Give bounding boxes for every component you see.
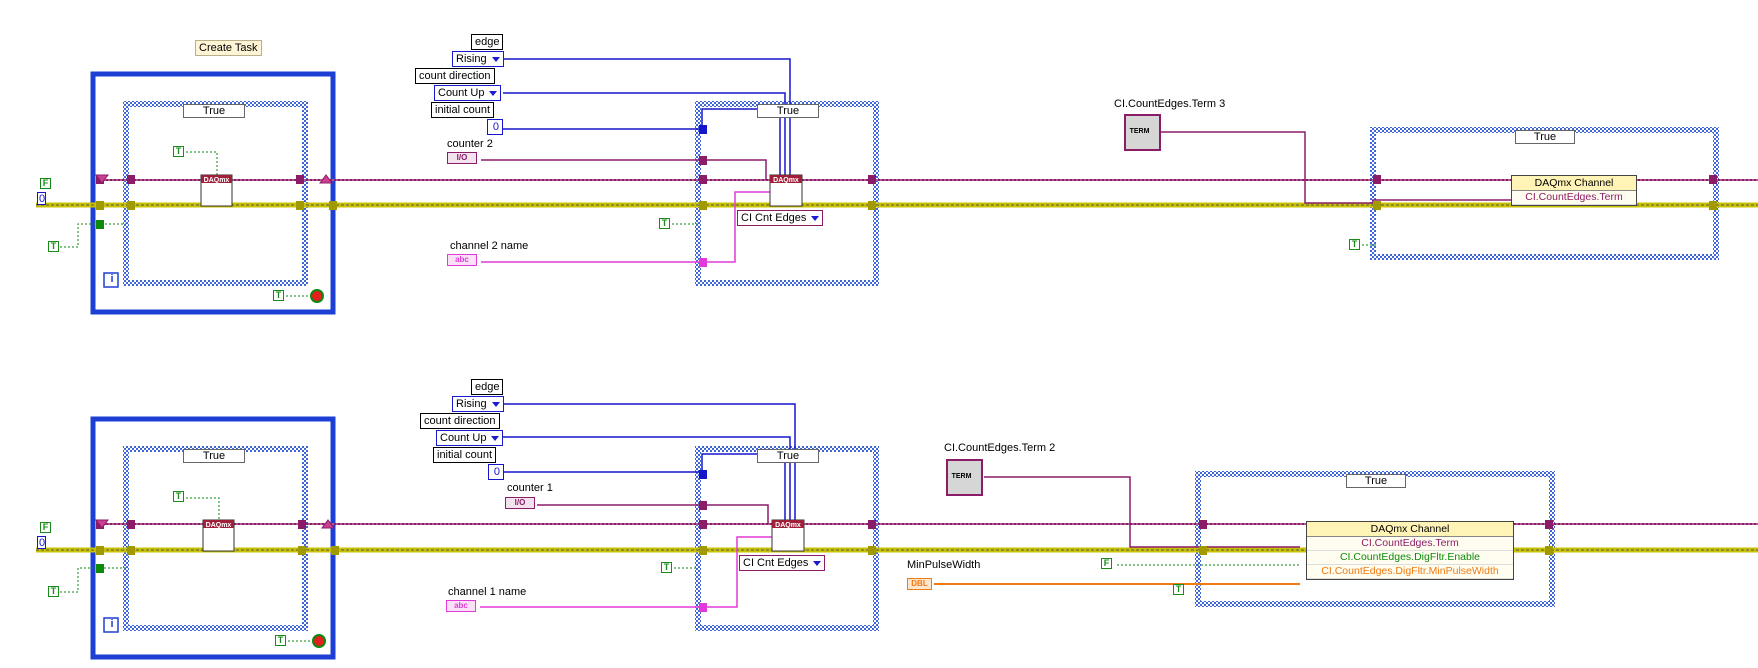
bool-true-constant-1a[interactable]: T — [48, 241, 59, 252]
bool-true-constant-1b[interactable]: T — [173, 146, 184, 157]
edge-enum-2[interactable]: Rising — [452, 396, 504, 412]
ci-cnt-edges-ring-1[interactable]: CI Cnt Edges — [737, 210, 824, 226]
case-selector-2b[interactable]: True — [757, 449, 819, 463]
case-selector-2c[interactable]: True — [1346, 474, 1406, 488]
count-direction-enum-1[interactable]: Count Up — [434, 85, 502, 101]
daqmx-channel-property-node-1[interactable]: DAQmx Channel CI.CountEdges.Term — [1511, 175, 1637, 206]
min-pulse-width-control[interactable]: DBL — [907, 578, 932, 590]
counter-control-2[interactable]: I/O — [505, 497, 535, 509]
daqmx-create-channel-4[interactable]: DAQmx — [775, 522, 801, 529]
bool-true-constant-1c[interactable]: T — [659, 218, 670, 229]
daqmx-create-channel-1[interactable]: DAQmx — [203, 177, 230, 184]
case-selector-2a[interactable]: True — [183, 449, 245, 463]
bool-true-constant-1e[interactable]: T — [273, 290, 284, 301]
daqmx-create-channel-2[interactable]: DAQmx — [773, 177, 799, 184]
count-direction-label-2: count direction — [420, 413, 500, 429]
numeric-zero-2[interactable]: 0 — [37, 536, 46, 549]
initial-count-constant-2[interactable]: 0 — [488, 464, 504, 480]
property-row-digfltr-minpulsewidth[interactable]: CI.CountEdges.DigFltr.MinPulseWidth — [1307, 565, 1513, 579]
term-2-label: CI.CountEdges.Term 2 — [944, 442, 1056, 454]
counter-label-2: counter 1 — [507, 482, 553, 494]
row1-nodes — [95, 114, 1717, 303]
bool-false-constant-2b[interactable]: F — [1101, 558, 1112, 569]
counter-label-1: counter 2 — [447, 138, 493, 150]
numeric-zero-1[interactable]: 0 — [37, 192, 46, 205]
daqmx-create-channel-3[interactable]: DAQmx — [205, 522, 232, 529]
property-row-term-1[interactable]: CI.CountEdges.Term — [1512, 191, 1636, 205]
edge-enum-1[interactable]: Rising — [452, 51, 504, 67]
property-node-title-2: DAQmx Channel — [1307, 522, 1513, 537]
term-3-constant[interactable]: TERM — [1129, 128, 1150, 135]
daqmx-channel-property-node-2[interactable]: DAQmx Channel CI.CountEdges.Term CI.Coun… — [1306, 521, 1514, 580]
min-pulse-width-label: MinPulseWidth — [907, 559, 981, 571]
row2-nodes — [95, 459, 1553, 648]
counter-control-1[interactable]: I/O — [447, 152, 477, 164]
bool-true-constant-1d[interactable]: T — [1349, 239, 1360, 250]
channel-name-control-1[interactable]: abc — [447, 254, 477, 266]
initial-count-constant-1[interactable]: 0 — [487, 119, 503, 135]
term-2-constant[interactable]: TERM — [951, 473, 972, 480]
property-row-term-2[interactable]: CI.CountEdges.Term — [1307, 537, 1513, 551]
channel-name-label-2: channel 1 name — [448, 586, 527, 598]
initial-count-label-2: initial count — [433, 447, 497, 463]
row1-wires — [36, 58, 1758, 297]
bool-true-constant-2a[interactable]: T — [48, 586, 59, 597]
bool-true-constant-2d[interactable]: T — [1173, 584, 1184, 595]
edge-label-2: edge — [471, 379, 504, 395]
case-selector-1b[interactable]: True — [757, 104, 819, 118]
property-row-digfltr-enable[interactable]: CI.CountEdges.DigFltr.Enable — [1307, 551, 1513, 565]
property-node-title-1: DAQmx Channel — [1512, 176, 1636, 191]
count-direction-enum-2[interactable]: Count Up — [436, 430, 504, 446]
initial-count-label-1: initial count — [431, 102, 495, 118]
bool-false-constant-1[interactable]: F — [40, 178, 51, 189]
while-loop-2[interactable] — [90, 416, 336, 660]
count-direction-label-1: count direction — [415, 68, 495, 84]
bool-true-constant-2e[interactable]: T — [275, 635, 286, 646]
channel-name-label-1: channel 2 name — [450, 240, 529, 252]
ci-cnt-edges-ring-2[interactable]: CI Cnt Edges — [739, 555, 826, 571]
term-3-label: CI.CountEdges.Term 3 — [1114, 98, 1226, 110]
loop-iteration-terminal-2: i — [110, 618, 114, 630]
bool-false-constant-2[interactable]: F — [40, 522, 51, 533]
bool-true-constant-2b[interactable]: T — [173, 491, 184, 502]
edge-label-1: edge — [471, 34, 504, 50]
case-selector-1a[interactable]: True — [183, 104, 245, 118]
bool-true-constant-2c[interactable]: T — [661, 562, 672, 573]
create-task-label: Create Task — [195, 40, 262, 56]
while-loop-1[interactable] — [90, 71, 336, 315]
loop-iteration-terminal-1: i — [110, 273, 114, 285]
channel-name-control-2[interactable]: abc — [446, 600, 476, 612]
row1-structures — [90, 71, 1719, 315]
case-selector-1c[interactable]: True — [1515, 130, 1575, 144]
